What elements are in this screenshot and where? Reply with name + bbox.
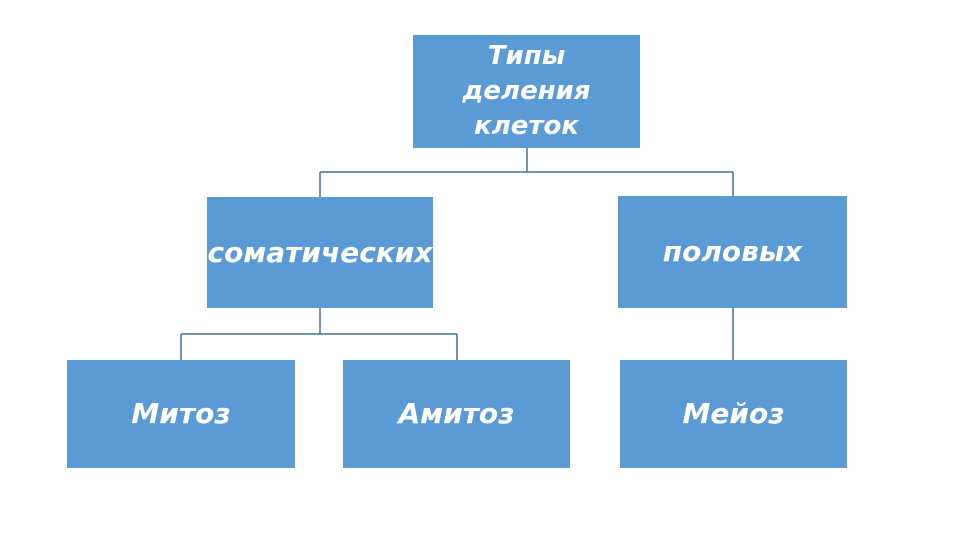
node-amitosis: Амитоз: [343, 360, 570, 468]
connector-root-to-level2: [319, 148, 734, 197]
connector-somatic-to-level3: [180, 308, 458, 360]
node-mitosis: Митоз: [67, 360, 295, 468]
node-meiosis: Мейоз: [620, 360, 847, 468]
node-cell-division-types: Типы деления клеток: [413, 35, 640, 148]
node-sex-cells: половых: [618, 196, 847, 308]
node-somatic-cells: соматических: [207, 197, 433, 308]
